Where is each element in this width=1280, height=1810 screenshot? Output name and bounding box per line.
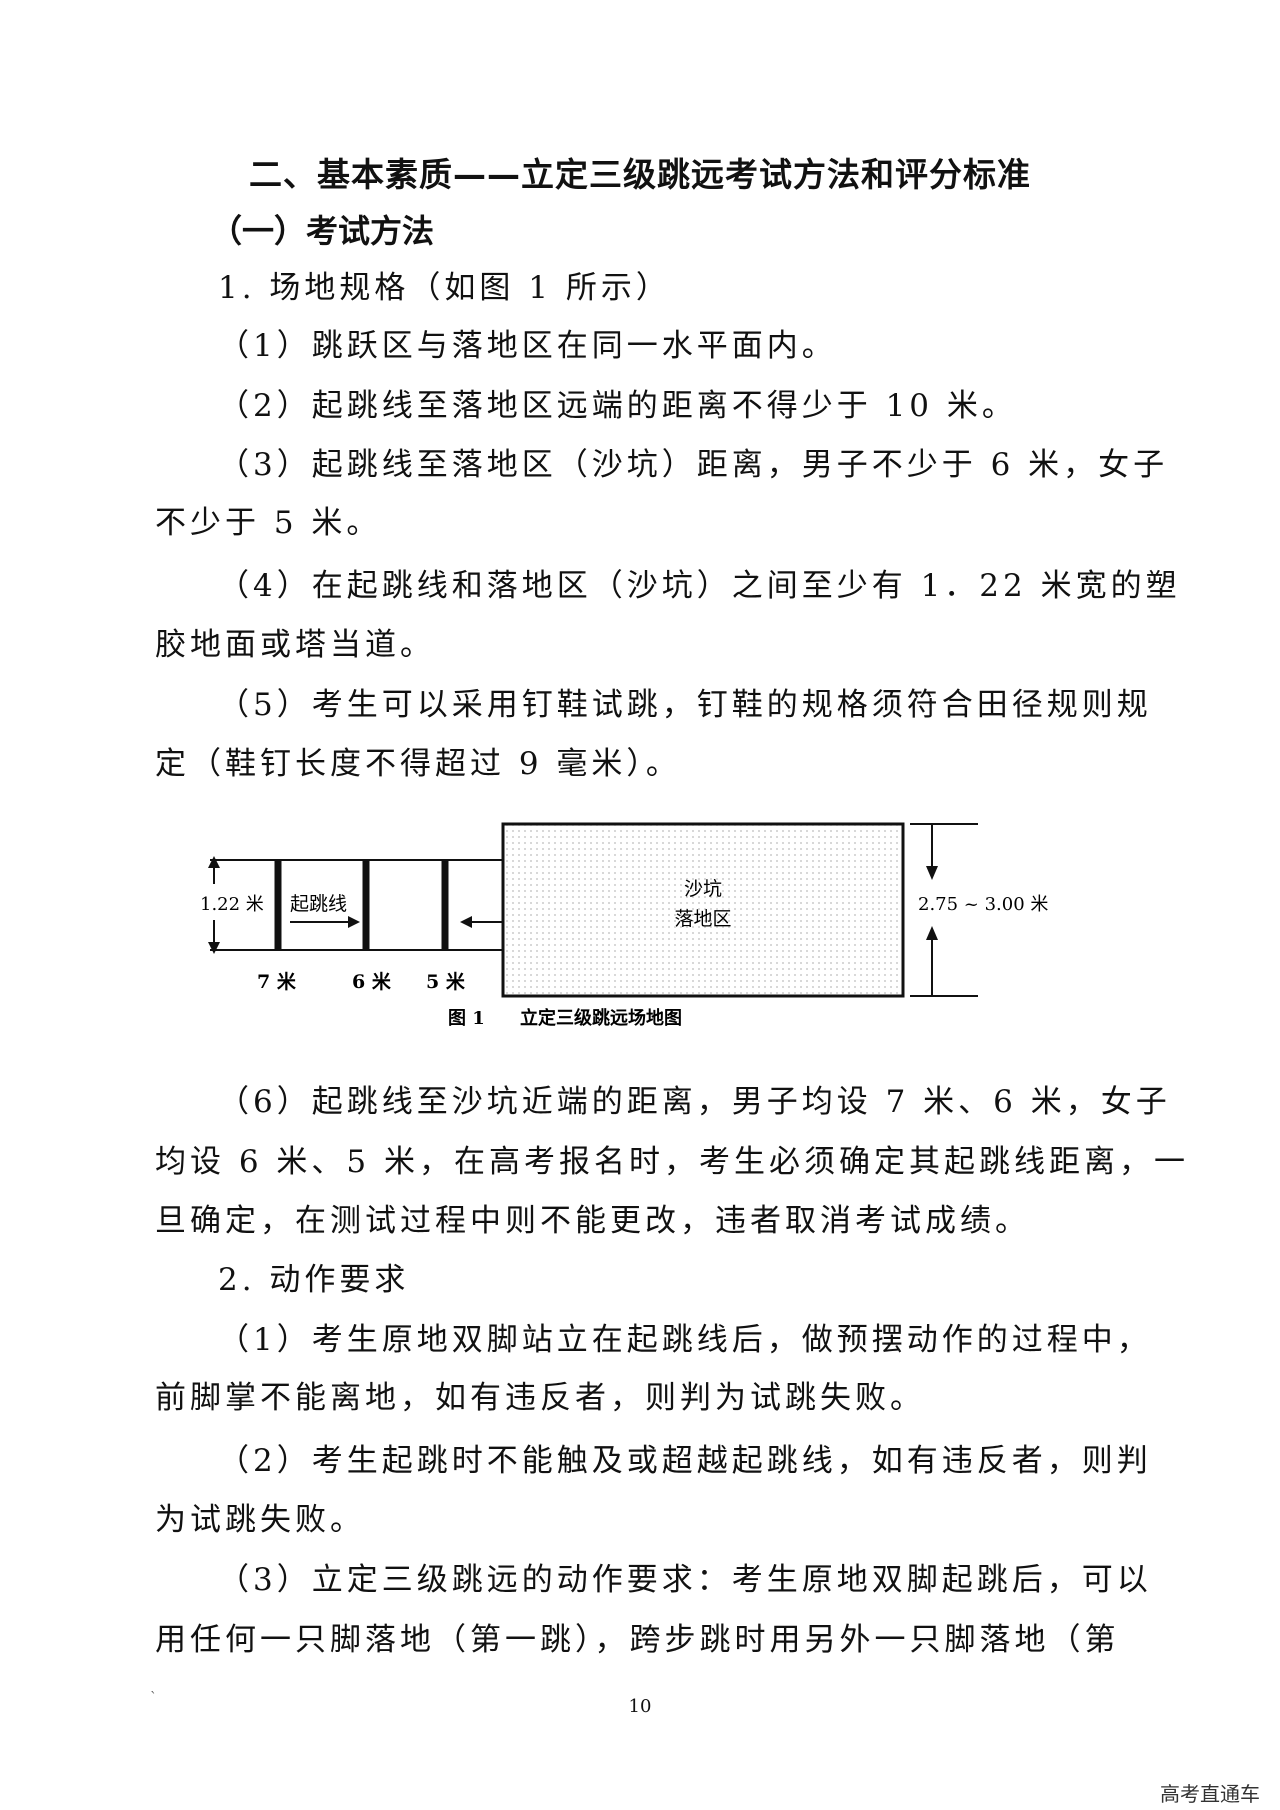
line-label-5m: 5 米 bbox=[426, 970, 466, 993]
figure-caption: 立定三级跳远场地图 bbox=[520, 1007, 682, 1029]
width-label: 1.22 米 bbox=[200, 894, 264, 915]
line-label-6m: 6 米 bbox=[352, 970, 392, 993]
action-1-line-1: （1）考生原地双脚站立在起跳线后，做预摆动作的过程中， bbox=[218, 1322, 1152, 1358]
paragraph-4-line-2: 胶地面或塔当道。 bbox=[155, 627, 435, 663]
venue-diagram: 1.22 米 起跳线 沙坑 落地区 2.75 ~ 3.00 米 7 米 6 米 … bbox=[200, 822, 1048, 1029]
action-2-line-1: （2）考生起跳时不能触及或超越起跳线，如有违反者，则判 bbox=[218, 1443, 1152, 1479]
paragraph-4-line-1: （4）在起跳线和落地区（沙坑）之间至少有 1．22 米宽的塑 bbox=[218, 568, 1181, 604]
action-1-line-2: 前脚掌不能离地，如有违反者，则判为试跳失败。 bbox=[155, 1380, 925, 1416]
action-3-line-1: （3）立定三级跳远的动作要求：考生原地双脚起跳后，可以 bbox=[218, 1562, 1152, 1598]
paragraph-3-line-2: 不少于 5 米。 bbox=[155, 505, 382, 541]
landing-area-label: 落地区 bbox=[674, 908, 731, 930]
arrow-up-icon bbox=[926, 926, 938, 940]
figure-number: 图 1 bbox=[448, 1008, 485, 1029]
sand-pit bbox=[501, 822, 905, 998]
paragraph-6-line-2: 均设 6 米、5 米，在高考报名时，考生必须确定其起跳线距离，一 bbox=[155, 1144, 1190, 1180]
arrow-right-icon bbox=[348, 916, 360, 928]
paragraph-3-line-1: （3）起跳线至落地区（沙坑）距离，男子不少于 6 米，女子 bbox=[218, 447, 1169, 483]
arrow-left-icon bbox=[460, 916, 472, 928]
arrow-up-icon bbox=[208, 856, 220, 868]
watermark: 高考直通车 bbox=[1160, 1782, 1260, 1806]
subheading-venue: 1. 场地规格（如图 1 所示） bbox=[218, 270, 671, 306]
paragraph-6-line-3: 旦确定，在测试过程中则不能更改，违者取消考试成绩。 bbox=[155, 1203, 1030, 1239]
page-number: 10 bbox=[628, 1696, 652, 1717]
page-title: 二、基本素质——立定三级跳远考试方法和评分标准 bbox=[249, 155, 1031, 194]
paragraph-2: （2）起跳线至落地区远端的距离不得少于 10 米。 bbox=[218, 388, 1017, 424]
pit-width-label: 2.75 ~ 3.00 米 bbox=[918, 894, 1048, 915]
arrow-down-icon bbox=[208, 942, 220, 954]
subheading-action: 2. 动作要求 bbox=[218, 1262, 410, 1298]
paragraph-5-line-1: （5）考生可以采用钉鞋试跳，钉鞋的规格须符合田径规则规 bbox=[218, 687, 1152, 723]
line-label-7m: 7 米 bbox=[257, 970, 297, 993]
pit-label: 沙坑 bbox=[684, 878, 722, 900]
action-3-line-2: 用任何一只脚落地（第一跳），跨步跳时用另外一只脚落地（第 bbox=[155, 1622, 1120, 1658]
paragraph-6-line-1: （6）起跳线至沙坑近端的距离，男子均设 7 米、6 米，女子 bbox=[218, 1084, 1171, 1120]
takeoff-label: 起跳线 bbox=[290, 893, 347, 915]
action-2-line-2: 为试跳失败。 bbox=[155, 1502, 365, 1538]
paragraph-1: （1）跳跃区与落地区在同一水平面内。 bbox=[218, 328, 837, 364]
paragraph-5-line-2: 定（鞋钉长度不得超过 9 毫米）。 bbox=[155, 746, 681, 782]
arrow-down-icon bbox=[926, 866, 938, 880]
section-heading: （一）考试方法 bbox=[210, 212, 435, 250]
stray-mark: ` bbox=[150, 1690, 157, 1706]
